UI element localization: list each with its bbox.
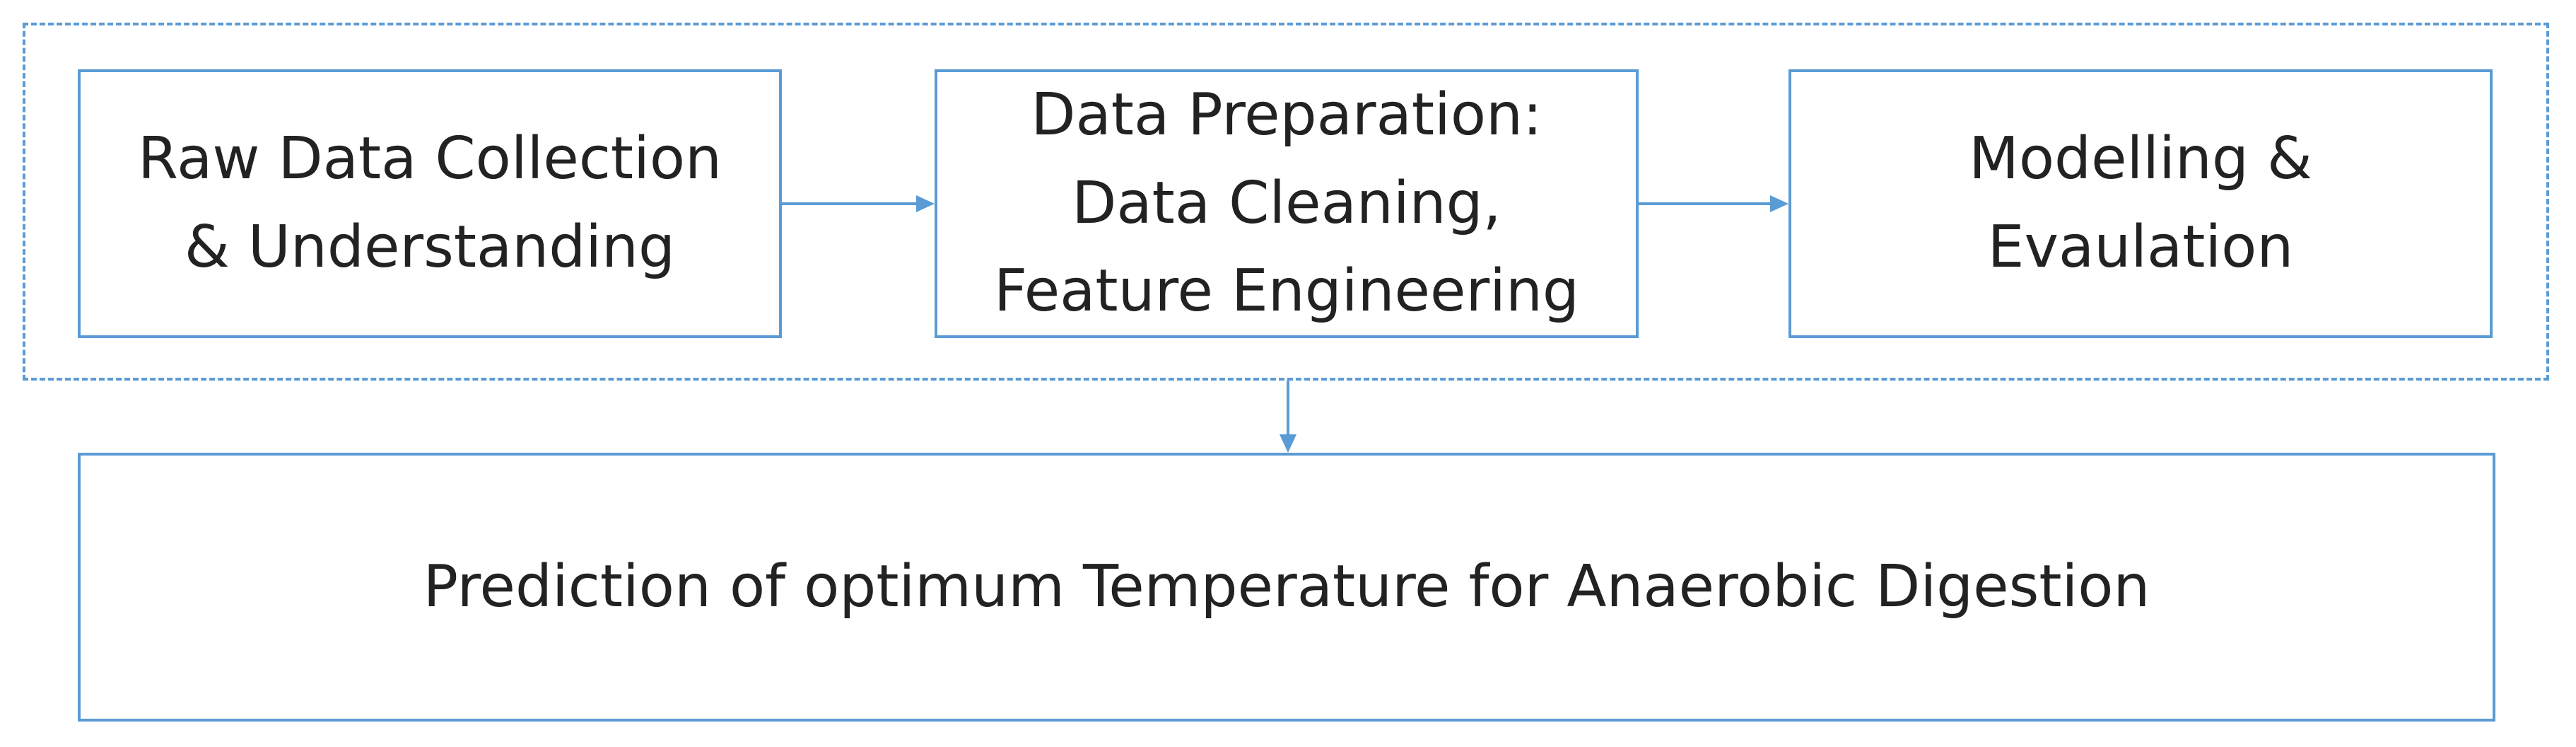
step-prep-line-2: Data Cleaning,: [1072, 169, 1501, 237]
step-prep-line-3: Feature Engineering: [994, 257, 1579, 325]
step-data-preparation-label: Data Preparation: Data Cleaning, Feature…: [994, 71, 1579, 336]
step-raw-line-1: Raw Data Collection: [137, 125, 722, 193]
result-prediction-box: Prediction of optimum Temperature for An…: [78, 453, 2495, 722]
step-model-line-1: Modelling &: [1969, 125, 2312, 193]
process-group-frame: [23, 23, 2549, 381]
result-prediction-label: Prediction of optimum Temperature for An…: [423, 552, 2150, 620]
step-model-line-2: Evaulation: [1987, 214, 2294, 281]
step-modelling-evaluation: Modelling & Evaulation: [1788, 69, 2493, 338]
step-modelling-evaluation-label: Modelling & Evaulation: [1969, 115, 2312, 291]
step-raw-data-collection-label: Raw Data Collection & Understanding: [138, 115, 722, 291]
step-raw-line-2: & Understanding: [184, 214, 676, 281]
step-raw-data-collection: Raw Data Collection & Understanding: [78, 69, 782, 338]
step-data-preparation: Data Preparation: Data Cleaning, Feature…: [935, 69, 1639, 338]
arrowhead-group-to-result: [1280, 434, 1296, 453]
step-prep-line-1: Data Preparation:: [1031, 81, 1542, 149]
